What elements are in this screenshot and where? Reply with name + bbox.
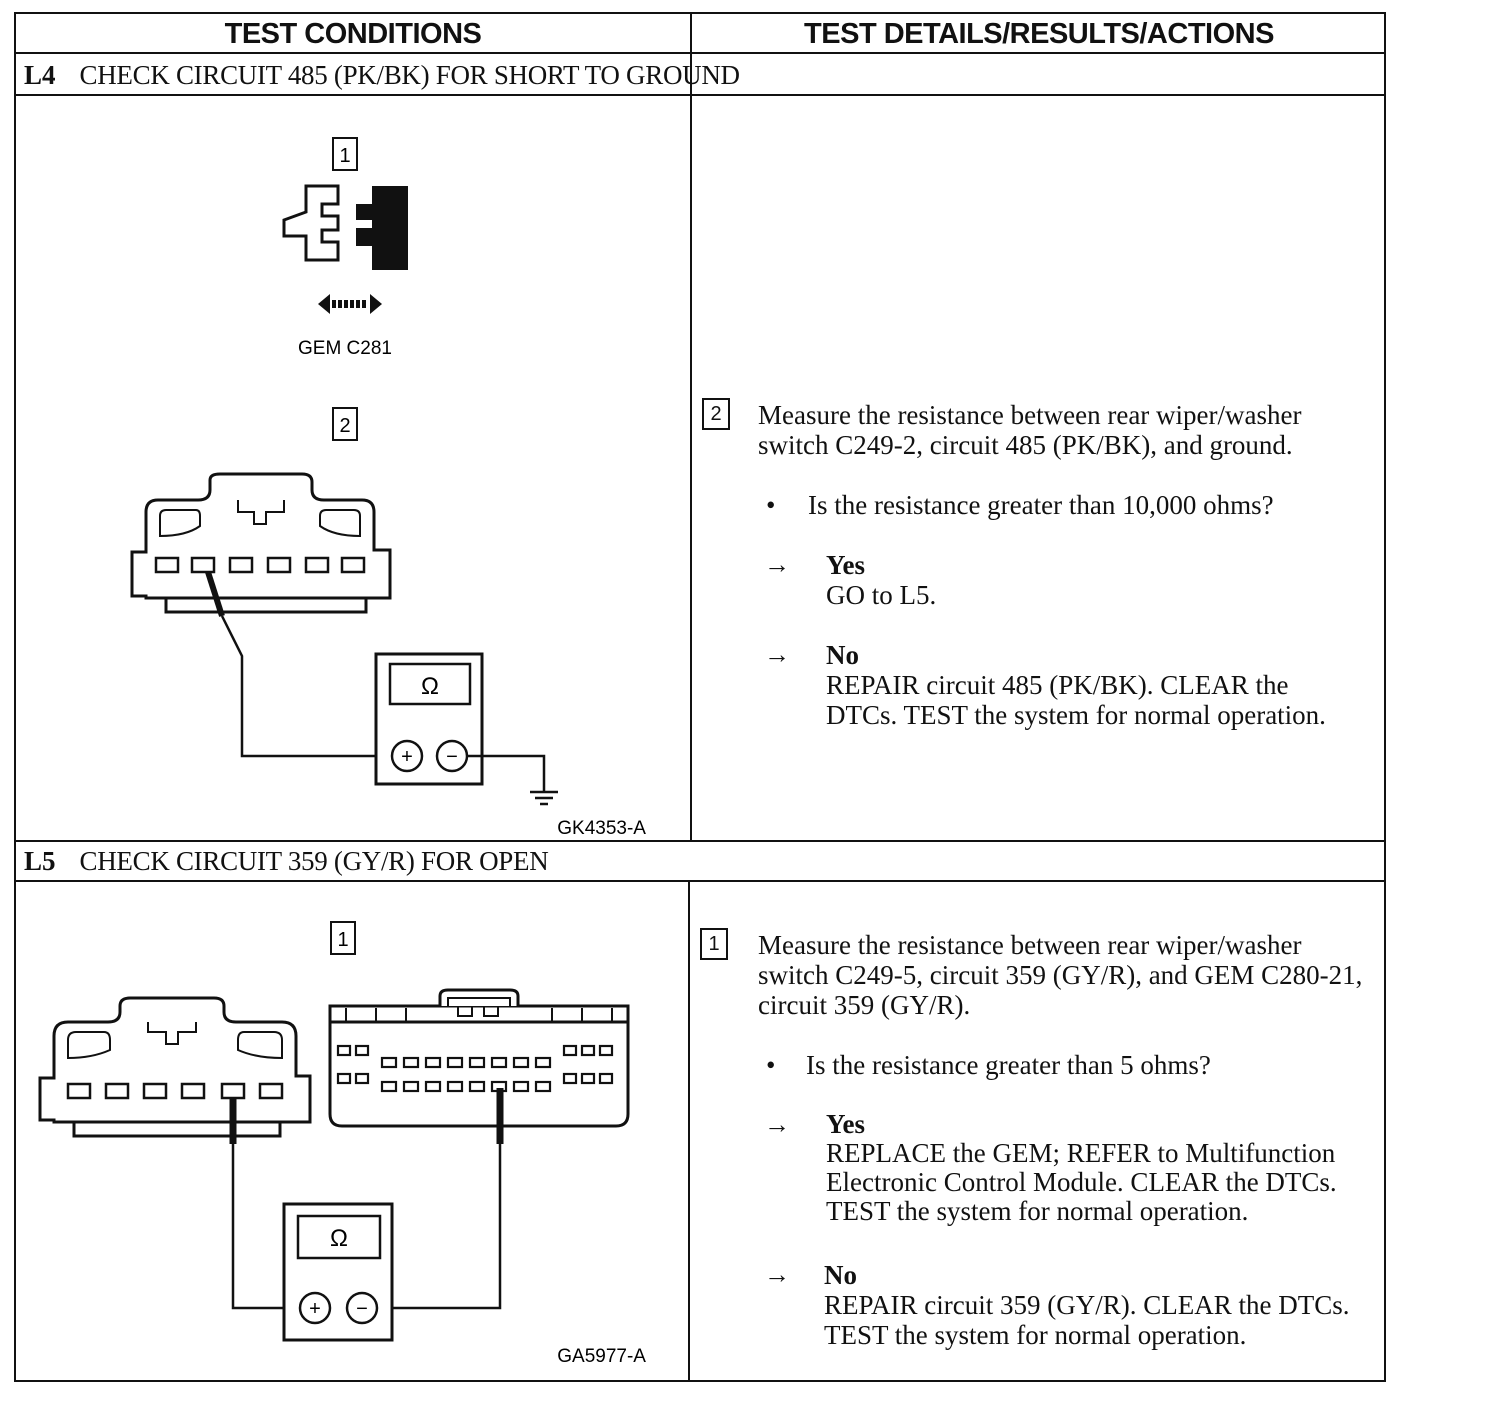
l4-fig-step1: 1 bbox=[339, 145, 350, 167]
l4-step-box: 2 bbox=[702, 398, 730, 430]
l5-figure: 1 bbox=[38, 921, 646, 1367]
column-divider-top bbox=[690, 14, 692, 842]
l5-step-box: 1 bbox=[700, 928, 728, 960]
ohmmeter-icon: Ω + − bbox=[282, 1202, 394, 1342]
l5-yes-action: REPLACE the GEM; REFER to Multifunction … bbox=[826, 1138, 1337, 1226]
gem-c281-connector-icon bbox=[282, 184, 408, 314]
l4-yes-block: Yes GO to L5. bbox=[826, 550, 1366, 610]
l5-no-label: No bbox=[824, 1260, 857, 1290]
l4-question: Is the resistance greater than 10,000 oh… bbox=[808, 490, 1274, 520]
l4-no-label: No bbox=[826, 640, 859, 670]
l5-bullet: • bbox=[766, 1050, 776, 1080]
switch-c249-connector-icon bbox=[38, 996, 312, 1138]
l5-yes-arrow: → bbox=[764, 1110, 790, 1139]
l5-figure-id: GA5977-A bbox=[557, 1346, 646, 1367]
l5-title-divider bbox=[16, 880, 1384, 882]
l5-no-action: REPAIR circuit 359 (GY/R). CLEAR the DTC… bbox=[824, 1290, 1350, 1350]
l5-instruction: Measure the resistance between rear wipe… bbox=[758, 930, 1363, 1020]
header-test-conditions: TEST CONDITIONS bbox=[224, 17, 482, 50]
l4-figure: 1 GEM C281 2 bbox=[130, 137, 646, 839]
l5-yes-block: Yes REPLACE the GEM; REFER to Multifunct… bbox=[826, 1110, 1374, 1226]
l5-fig-step1: 1 bbox=[337, 929, 348, 951]
l4-figure-id: GK4353-A bbox=[557, 818, 646, 839]
l4-yes-action: GO to L5. bbox=[826, 580, 937, 610]
header-divider bbox=[16, 52, 1384, 54]
column-divider-bottom bbox=[688, 882, 690, 1382]
section-id: L4 bbox=[24, 59, 56, 90]
l5-no-block: No REPAIR circuit 359 (GY/R). CLEAR the … bbox=[824, 1260, 1354, 1350]
l4-no-action: REPAIR circuit 485 (PK/BK). CLEAR the DT… bbox=[826, 670, 1326, 730]
switch-c249-connector-icon bbox=[130, 472, 392, 614]
ground-icon bbox=[530, 790, 558, 806]
ohmmeter-icon: Ω + − bbox=[374, 652, 484, 786]
section-title: CHECK CIRCUIT 359 (GY/R) FOR OPEN bbox=[79, 845, 549, 876]
minus-terminal: − bbox=[356, 1298, 368, 1320]
section-l5-title: L5 CHECK CIRCUIT 359 (GY/R) FOR OPEN bbox=[24, 840, 549, 882]
plus-terminal: + bbox=[401, 746, 413, 768]
l4-bottom-divider bbox=[16, 840, 1384, 842]
plus-terminal: + bbox=[309, 1298, 321, 1320]
gem-c281-label: GEM C281 bbox=[298, 338, 392, 359]
ohm-symbol: Ω bbox=[421, 673, 439, 700]
section-title: CHECK CIRCUIT 485 (PK/BK) FOR SHORT TO G… bbox=[79, 59, 741, 90]
section-l4-title: L4 CHECK CIRCUIT 485 (PK/BK) FOR SHORT T… bbox=[24, 54, 740, 96]
diagnostic-table: TEST CONDITIONS TEST DETAILS/RESULTS/ACT… bbox=[14, 12, 1386, 1382]
l4-no-arrow: → bbox=[764, 640, 790, 669]
l5-no-arrow: → bbox=[764, 1260, 790, 1289]
minus-terminal: − bbox=[446, 746, 458, 768]
l4-title-divider bbox=[16, 94, 1384, 96]
l4-no-block: No REPAIR circuit 485 (PK/BK). CLEAR the… bbox=[826, 640, 1356, 730]
l4-yes-arrow: → bbox=[764, 550, 790, 579]
l5-yes-label: Yes bbox=[826, 1109, 865, 1139]
header-test-details: TEST DETAILS/RESULTS/ACTIONS bbox=[804, 17, 1274, 50]
gem-c280-connector-icon bbox=[328, 988, 630, 1128]
section-id: L5 bbox=[24, 845, 56, 876]
l4-instruction: Measure the resistance between rear wipe… bbox=[758, 400, 1302, 460]
ohm-symbol: Ω bbox=[330, 1225, 348, 1252]
l4-bullet: • bbox=[766, 490, 776, 520]
l5-question: Is the resistance greater than 5 ohms? bbox=[806, 1050, 1211, 1080]
l4-yes-label: Yes bbox=[826, 550, 865, 580]
l4-fig-step2: 2 bbox=[339, 415, 350, 437]
